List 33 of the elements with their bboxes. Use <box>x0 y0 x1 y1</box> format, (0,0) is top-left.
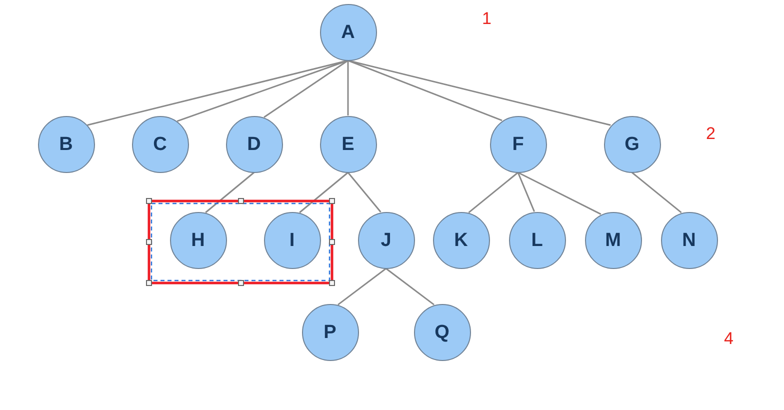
connector-line <box>518 172 602 215</box>
selection-box <box>146 198 335 286</box>
circle-node: C <box>132 116 188 172</box>
circle-node: K <box>432 212 490 268</box>
circle-node: M <box>584 212 642 268</box>
circle-node: P <box>302 304 358 360</box>
connector-line <box>347 60 349 116</box>
circle-node: E <box>320 116 376 172</box>
connector-line <box>338 268 386 306</box>
connector-line <box>386 268 434 306</box>
connector-line <box>348 60 611 126</box>
connector-line <box>348 60 502 122</box>
circle-node: L <box>508 212 566 268</box>
circle-node: I <box>264 212 320 268</box>
circle-node: F <box>490 116 546 172</box>
connector-line <box>632 172 682 214</box>
annotation-number: 1 <box>482 10 492 27</box>
circle-node: N <box>660 212 718 268</box>
annotation-number: 4 <box>724 330 734 347</box>
connector-line <box>299 172 348 214</box>
connector-line <box>517 172 535 212</box>
connector-line <box>264 60 348 118</box>
connector-line <box>468 172 518 214</box>
circle-node: B <box>38 116 94 172</box>
circle-node: H <box>170 212 226 268</box>
connector-line <box>205 172 254 214</box>
circle-node: Q <box>414 304 470 360</box>
connector-line <box>347 172 382 212</box>
annotation-number: 2 <box>706 125 716 142</box>
circle-node: D <box>226 116 282 172</box>
circle-node: J <box>358 212 414 268</box>
circle-node: A <box>320 4 376 60</box>
circle-node: G <box>604 116 660 172</box>
